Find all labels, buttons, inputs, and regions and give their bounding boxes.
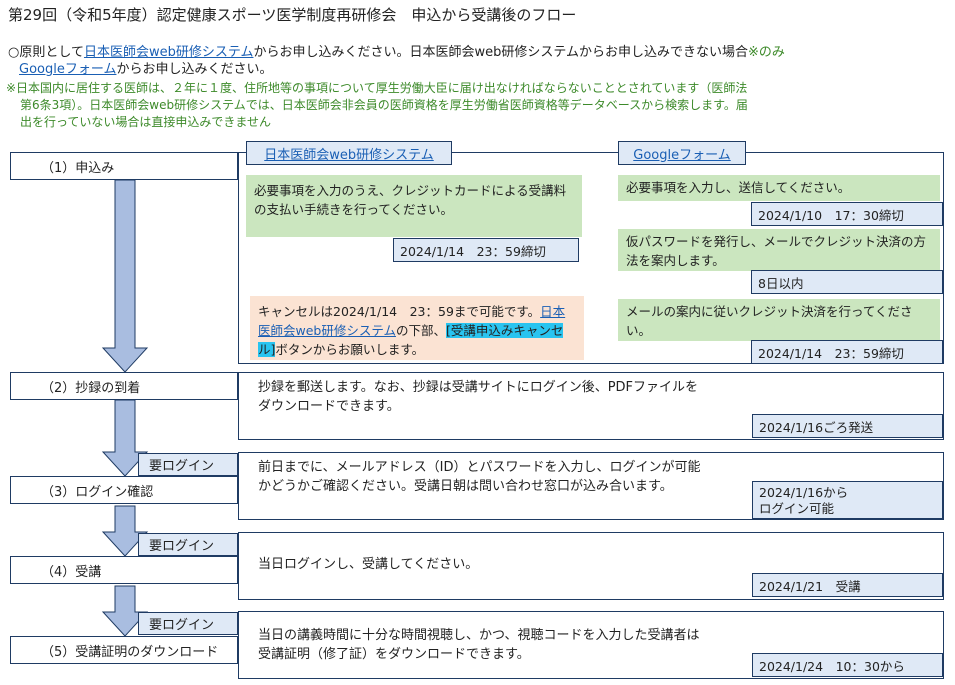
google-form-link[interactable]: Googleフォーム [19,62,117,77]
google-step-2-deadline-text: 8日以内 [758,275,804,291]
step-apply: （1）申込み [10,152,238,180]
step-abstract: （2）抄録の到着 [10,372,238,400]
step-certificate-label: （5）受講証明のダウンロード [41,644,219,660]
step-login-check: （3）ログイン確認 [10,476,238,504]
google-step-2: 仮パスワードを発行し、メールでクレジット決済の方法を案内します。 [618,229,940,271]
cancel-info-post: ボタンからお願いします。 [275,342,425,357]
login-required-label-5: 要ログイン [149,618,215,633]
attend-date-text: 2024/1/21 受講 [759,578,861,594]
notice-prefix: ○原則として [8,45,84,60]
step-login-check-label: （3）ログイン確認 [41,484,154,500]
step-apply-label: （1）申込み [41,160,115,176]
login-check-date-line-1: 2024/1/16から [759,485,849,500]
web-instructions: 必要事項を入力のうえ、クレジットカードによる受講料の支払い手続きを行ってください… [246,175,582,237]
abstract-text: 抄録を郵送します。なお、抄録は受講サイトにログイン後、PDFファイルをダウンロー… [258,380,699,414]
cancel-info-mid: の下部、 [395,323,446,338]
login-required-label-4: 要ログイン [149,539,215,554]
tab-web-system-label: 日本医師会web研修システム [264,147,434,163]
notice-suffix: からお申し込みください。 [116,62,273,77]
step-attend-label: （4）受講 [41,564,102,580]
login-required-label-3: 要ログイン [149,459,215,474]
google-step-1-deadline: 2024/1/10 17：30締切 [751,202,943,226]
web-deadline: 2024/1/14 23：59締切 [393,238,579,262]
note-line-1: ※日本国内に居住する医師は、２年に１度、住所地等の事項について厚生労働大臣に届け… [6,81,748,95]
certificate-date: 2024/1/24 10：30から [752,653,943,677]
web-system-link[interactable]: 日本医師会web研修システム [83,45,254,60]
web-instructions-text: 必要事項を入力のうえ、クレジットカードによる受講料の支払い手続きを行ってください… [254,183,567,217]
web-deadline-text: 2024/1/14 23：59締切 [400,243,546,259]
attend-date: 2024/1/21 受講 [752,573,943,597]
attend-text: 当日ログインし、受講してください。 [258,557,479,572]
page-title: 第29回（令和5年度）認定健康スポーツ医学制度再研修会 申込から受講後のフロー [8,6,577,24]
certificate-text: 当日の講義時間に十分な時間視聴し、かつ、視聴コードを入力した受講者は受講証明（修… [258,628,700,662]
google-step-3-text: メールの案内に従いクレジット決済を行ってください。 [626,304,913,338]
residency-note: ※日本国内に居住する医師は、２年に１度、住所地等の事項について厚生労働大臣に届け… [6,80,946,131]
cancel-info: キャンセルは2024/1/14 23：59まで可能です。日本医師会web研修シス… [250,296,584,360]
step-certificate: （5）受講証明のダウンロード [10,636,238,664]
step-abstract-label: （2）抄録の到着 [41,380,141,396]
login-required-badge-3: 要ログイン [138,453,238,476]
login-check-date-line-2: ログイン可能 [759,501,835,516]
google-step-1: 必要事項を入力し、送信してください。 [618,175,940,201]
google-step-3-deadline-text: 2024/1/14 23：59締切 [758,345,904,361]
google-step-1-text: 必要事項を入力し、送信してください。 [626,180,851,195]
notice-mid: からお申し込みください。日本医師会web研修システムからお申し込みできない場合 [253,45,748,60]
tab-web-system[interactable]: 日本医師会web研修システム [246,141,452,165]
cancel-info-pre: キャンセルは2024/1/14 23：59まで可能です。 [258,304,541,319]
login-required-badge-5: 要ログイン [138,612,238,635]
application-notice: ○原則として日本医師会web研修システムからお申し込みください。日本医師会web… [8,44,948,78]
google-step-2-text: 仮パスワードを発行し、メールでクレジット決済の方法を案内します。 [626,234,927,268]
step-attend: （4）受講 [10,556,238,584]
notice-mark: ※のみ [747,45,785,60]
abstract-date-text: 2024/1/16ごろ発送 [759,419,874,435]
google-step-2-deadline: 8日以内 [751,270,943,294]
tab-google-form[interactable]: Googleフォーム [618,141,746,165]
certificate-date-text: 2024/1/24 10：30から [759,658,905,674]
note-line-2: 第6条3項）。日本医師会web研修システムでは、日本医師会非会員の医師資格を厚生… [20,98,748,112]
google-step-3: メールの案内に従いクレジット決済を行ってください。 [618,299,940,341]
google-step-3-deadline: 2024/1/14 23：59締切 [751,340,943,364]
cancel-web-system-link[interactable]: 日本医師会web研修システム [258,304,566,338]
abstract-date: 2024/1/16ごろ発送 [752,414,943,438]
note-line-3: 出を行っていない場合は直接申込みできません [20,115,272,129]
arrow-shape-1 [101,179,149,373]
tab-google-form-label: Googleフォーム [633,147,731,163]
login-check-date: 2024/1/16から ログイン可能 [752,481,943,519]
login-check-text: 前日までに、メールアドレス（ID）とパスワードを入力し、ログインが可能かどうかご… [258,460,701,494]
google-step-1-deadline-text: 2024/1/10 17：30締切 [758,207,904,223]
login-required-badge-4: 要ログイン [138,533,238,556]
